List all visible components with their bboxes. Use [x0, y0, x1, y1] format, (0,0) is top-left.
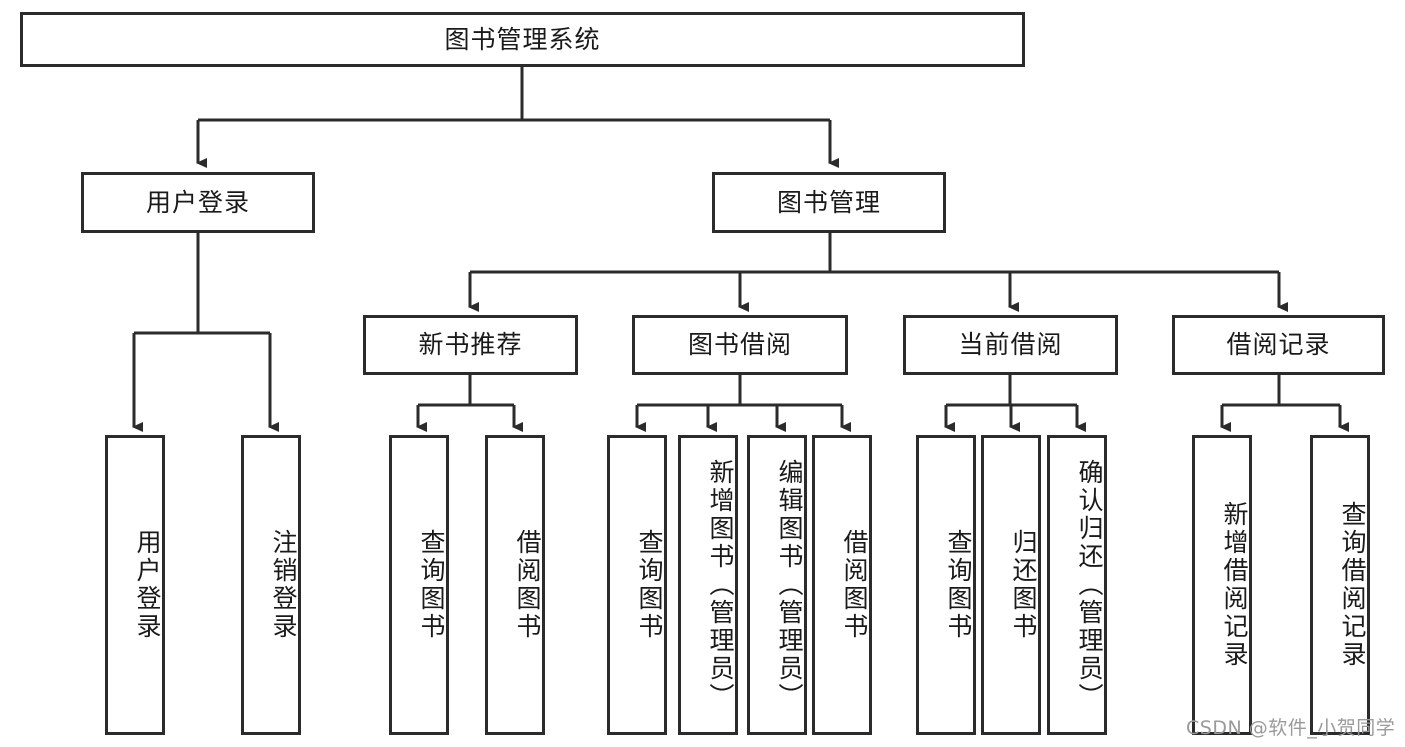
node-user-login[interactable]: 用户登录 [81, 172, 315, 233]
node-borrow-record-label: 借阅记录 [1226, 330, 1331, 360]
leaf-current-borrow-0[interactable]: 查询图书 [916, 435, 976, 735]
leaf-current-borrow-0-label: 查询图书 [944, 529, 973, 641]
node-current-borrow[interactable]: 当前借阅 [903, 315, 1118, 375]
node-book-manage[interactable]: 图书管理 [712, 172, 946, 233]
leaf-book-borrow-1-label: 新增图书（管理员） [706, 459, 735, 711]
leaf-recommend-0-label: 查询图书 [417, 529, 446, 641]
node-book-borrow-label: 图书借阅 [687, 330, 792, 360]
leaf-current-borrow-1-label: 归还图书 [1009, 529, 1038, 641]
node-borrow-record[interactable]: 借阅记录 [1172, 315, 1385, 375]
leaf-book-borrow-2-label: 编辑图书（管理员） [775, 459, 804, 711]
leaf-book-borrow-1[interactable]: 新增图书（管理员） [678, 435, 738, 735]
node-new-book-recommend[interactable]: 新书推荐 [363, 315, 578, 375]
watermark-text: CSDN @软件_小贺同学 [1186, 717, 1396, 739]
leaf-book-borrow-0[interactable]: 查询图书 [607, 435, 667, 735]
leaf-current-borrow-2[interactable]: 确认归还（管理员） [1047, 435, 1107, 735]
node-root-label: 图书管理系统 [444, 24, 601, 54]
leaf-recommend-0[interactable]: 查询图书 [389, 435, 449, 735]
leaf-borrow-record-0[interactable]: 新增借阅记录 [1192, 435, 1252, 735]
leaf-book-borrow-0-label: 查询图书 [635, 529, 664, 641]
node-user-login-label: 用户登录 [145, 187, 250, 217]
leaf-user-login-1[interactable]: 注销登录 [241, 435, 301, 735]
leaf-user-login-1-label: 注销登录 [269, 529, 298, 641]
leaf-borrow-record-1[interactable]: 查询借阅记录 [1310, 435, 1370, 735]
leaf-borrow-record-1-label: 查询借阅记录 [1338, 501, 1367, 669]
node-book-borrow[interactable]: 图书借阅 [632, 315, 848, 375]
leaf-current-borrow-2-label: 确认归还（管理员） [1075, 459, 1104, 711]
leaf-book-borrow-2[interactable]: 编辑图书（管理员） [747, 435, 807, 735]
leaf-current-borrow-1[interactable]: 归还图书 [981, 435, 1041, 735]
leaf-recommend-1-label: 借阅图书 [513, 529, 542, 641]
leaf-recommend-1[interactable]: 借阅图书 [485, 435, 545, 735]
leaf-borrow-record-0-label: 新增借阅记录 [1220, 501, 1249, 669]
leaf-book-borrow-3[interactable]: 借阅图书 [812, 435, 872, 735]
node-current-borrow-label: 当前借阅 [958, 330, 1063, 360]
node-new-book-recommend-label: 新书推荐 [418, 330, 523, 360]
leaf-user-login-0-label: 用户登录 [133, 529, 162, 641]
node-book-manage-label: 图书管理 [776, 187, 881, 217]
leaf-book-borrow-3-label: 借阅图书 [840, 529, 869, 641]
node-root[interactable]: 图书管理系统 [20, 12, 1025, 67]
leaf-user-login-0[interactable]: 用户登录 [105, 435, 165, 735]
